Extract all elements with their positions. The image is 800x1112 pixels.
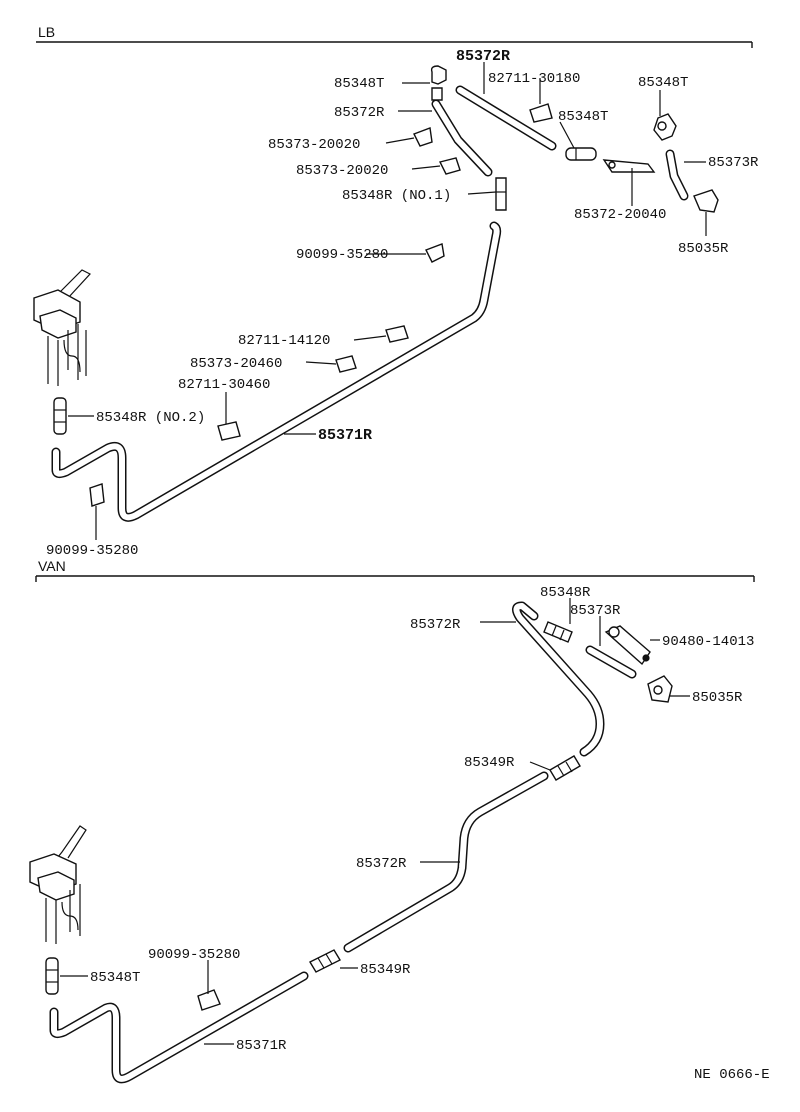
van-label-85349r-top: 85349R (464, 755, 515, 771)
van-label-85372r-mid: 85372R (356, 856, 407, 872)
van-label-85348r: 85348R (540, 585, 591, 601)
lb-label-90099-35280-a: 90099-35280 (296, 247, 388, 263)
van-label-85371r: 85371R (236, 1038, 287, 1054)
diagram-code: NE 0666-E (694, 1067, 770, 1083)
lb-label-85373-20020-b: 85373-20020 (296, 163, 388, 179)
lb-connector-85348t-icon (430, 65, 447, 101)
van-label-85349r-bottom: 85349R (360, 962, 411, 978)
lb-label-90099-35280-b: 90099-35280 (46, 543, 138, 559)
lb-label-85373-20020-a: 85373-20020 (268, 137, 360, 153)
lb-label-85348t-center: 85348T (558, 109, 608, 125)
lb-clamp-85373-20020-a-icon (413, 127, 433, 147)
lb-vsv-85348t-icon (653, 113, 677, 141)
van-vsv-90480-14013-icon (604, 625, 651, 666)
van-label-85035r: 85035R (692, 690, 743, 706)
van-connector-85348t-icon (45, 957, 59, 995)
van-connector-85349r-bottom-icon (309, 949, 341, 973)
van-bracket-85035r-icon (647, 675, 673, 703)
lb-label-82711-30460: 82711-30460 (178, 377, 270, 393)
van-hose-85371r (49, 971, 309, 1084)
van-canister-icon (29, 825, 87, 944)
lb-label-85373-20460: 85373-20460 (190, 356, 282, 372)
van-connector-85349r-top-icon (549, 755, 581, 781)
van-connector-85348r-icon (543, 621, 573, 643)
van-label-90480-14013: 90480-14013 (662, 634, 754, 650)
lb-label-85348t-a: 85348T (334, 76, 384, 92)
section-title-lb: LB (38, 24, 55, 40)
van-label-85373r: 85373R (570, 603, 621, 619)
lb-label-85035r: 85035R (678, 241, 729, 257)
lb-connector-85348r-no1-icon (495, 177, 507, 211)
van-label-85372r-top: 85372R (410, 617, 461, 633)
lb-clamp-82711-30180-icon (529, 103, 553, 123)
lb-label-85372-20040: 85372-20040 (574, 207, 666, 223)
section-title-van: VAN (38, 558, 66, 574)
lb-bracket-85372-20040-icon (602, 159, 656, 173)
lb-clamp-82711-30460-icon (217, 421, 241, 441)
van-label-85348t: 85348T (90, 970, 140, 986)
lb-label-85373r: 85373R (708, 155, 759, 171)
lb-label-82711-14120: 82711-14120 (238, 333, 330, 349)
van-label-90099-35280: 90099-35280 (148, 947, 240, 963)
lb-label-82711-30180: 82711-30180 (488, 71, 580, 87)
lb-connector-85348t-center-icon (565, 147, 597, 161)
lb-label-85348r-no2: 85348R (NO.2) (96, 410, 205, 426)
lb-bracket-85035r-icon (693, 189, 719, 213)
lb-clamp-90099-35280-b-icon (89, 483, 105, 507)
lb-label-85348t-right: 85348T (638, 75, 688, 91)
van-clamp-90099-35280-icon (197, 989, 221, 1011)
lb-label-85371r: 85371R (318, 427, 372, 444)
lb-canister-icon (33, 269, 91, 386)
lb-clamp-85373-20460-icon (335, 355, 357, 373)
lb-clamp-82711-14120-icon (385, 325, 409, 343)
lb-connector-no2-icon (53, 397, 67, 435)
lb-clamp-85373-20020-b-icon (438, 157, 461, 175)
lb-label-85348r-no1: 85348R (NO.1) (342, 188, 451, 204)
lb-label-85372r-top: 85372R (456, 48, 510, 65)
lb-clamp-90099-35280-a-icon (425, 243, 445, 263)
lb-label-85372r-mid: 85372R (334, 105, 385, 121)
